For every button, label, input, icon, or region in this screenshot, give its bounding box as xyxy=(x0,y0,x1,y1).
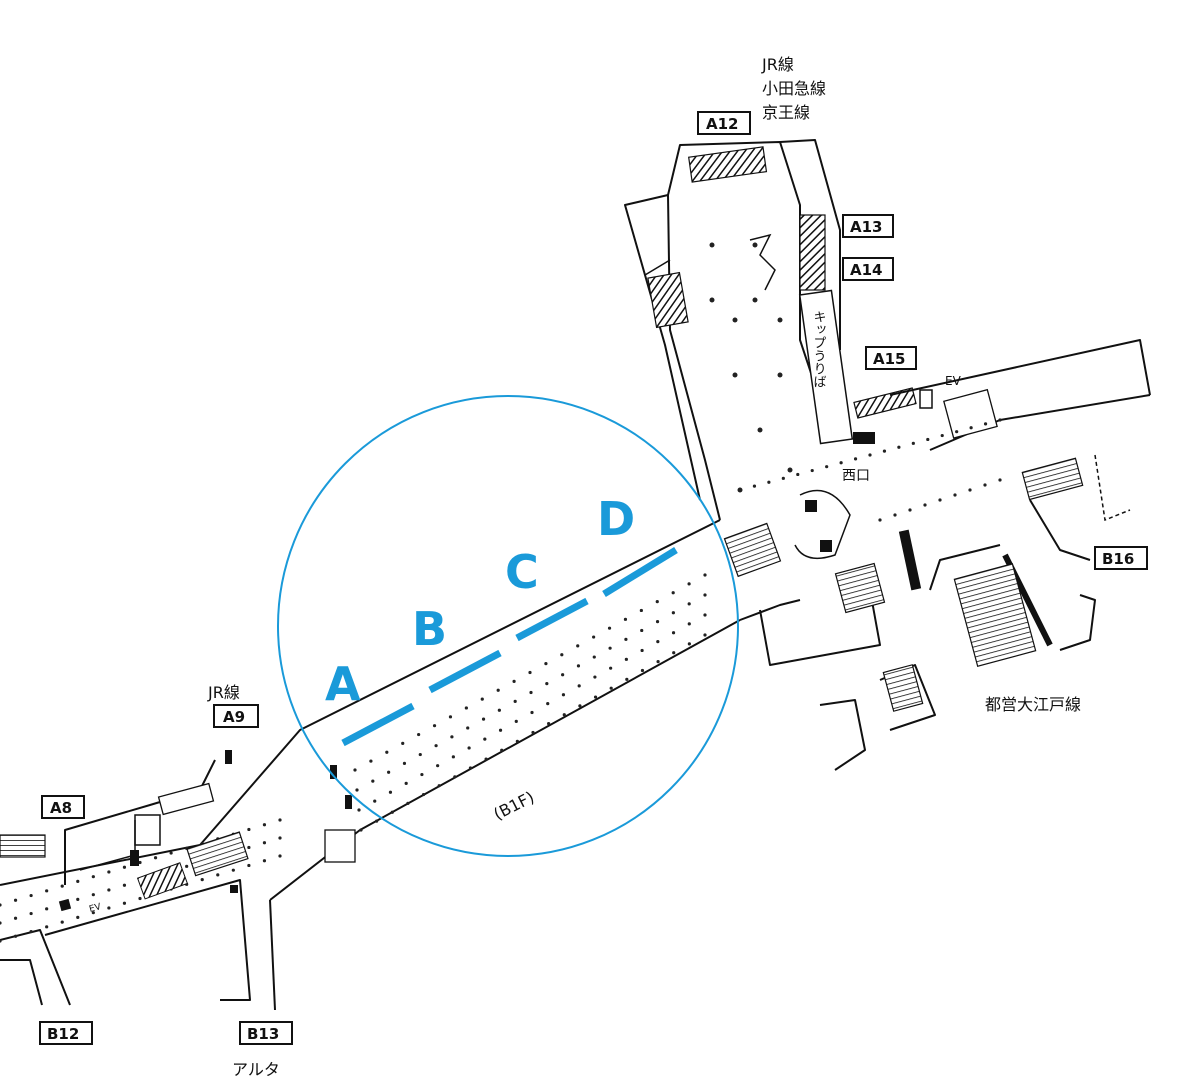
stair-west xyxy=(723,522,782,578)
svg-text:B12: B12 xyxy=(47,1025,79,1043)
line-label-odakyu: 小田急線 xyxy=(762,79,826,98)
stair-a13-a14 xyxy=(799,214,826,291)
line-label-jr-top: JR線 xyxy=(761,55,794,74)
line-label-oedo: 都営大江戸線 xyxy=(985,695,1081,714)
platform-seg-b xyxy=(428,649,502,694)
stair-ev xyxy=(136,862,189,900)
exit-badge-a13[interactable]: A13 xyxy=(842,214,894,238)
stair-center xyxy=(834,562,886,614)
svg-text:A15: A15 xyxy=(873,350,905,368)
platform-seg-a xyxy=(341,702,415,747)
car-label-d: D xyxy=(597,492,635,546)
main-concourse xyxy=(0,519,741,1011)
stair-a12 xyxy=(688,146,768,183)
right-area xyxy=(723,339,1151,771)
svg-text:A13: A13 xyxy=(850,218,882,236)
svg-text:A12: A12 xyxy=(706,115,738,133)
floor-label: (B1F) xyxy=(490,787,537,823)
svg-text:A14: A14 xyxy=(850,261,882,279)
platform-highlight: A B C D xyxy=(277,395,739,857)
kippu-label: キップうりば xyxy=(811,310,826,388)
line-label-keio: 京王線 xyxy=(762,103,810,122)
exit-badge-b16[interactable]: B16 xyxy=(1094,546,1148,570)
exit-badge-a14[interactable]: A14 xyxy=(842,257,894,281)
stair-lower xyxy=(882,664,924,712)
car-label-a: A xyxy=(325,657,361,711)
exit-badge-a12[interactable]: A12 xyxy=(697,111,751,135)
exit-badge-a9[interactable]: A9 xyxy=(213,704,259,728)
stair-a15 xyxy=(853,387,917,419)
stair-left-upper xyxy=(647,271,689,329)
svg-text:A9: A9 xyxy=(223,708,245,726)
upper-building: キップうりば xyxy=(624,139,917,521)
svg-text:B16: B16 xyxy=(1102,550,1134,568)
line-label-alta: アルタ xyxy=(232,1060,280,1079)
stair-b-center xyxy=(186,831,249,877)
ev-label-left: EV xyxy=(88,902,103,915)
west-exit-label: 西口 xyxy=(842,468,870,484)
ev-label-right: EV xyxy=(945,374,962,388)
platform-seg-d xyxy=(602,547,678,597)
left-area: EV xyxy=(0,750,356,915)
line-label-jr-left: JR線 xyxy=(207,683,240,702)
stair-b16 xyxy=(1021,457,1084,501)
exit-badge-a8[interactable]: A8 xyxy=(41,795,85,819)
exit-badge-a15[interactable]: A15 xyxy=(865,346,917,370)
car-label-c: C xyxy=(505,545,539,599)
sign-box-left xyxy=(157,782,215,816)
car-label-b: B xyxy=(412,602,447,656)
office-box xyxy=(943,388,998,439)
ticket-area xyxy=(798,289,854,445)
stair-oedo xyxy=(953,563,1037,667)
svg-text:A8: A8 xyxy=(50,799,72,817)
stair-a8 xyxy=(0,834,46,858)
platform-seg-c xyxy=(515,597,589,642)
svg-text:B13: B13 xyxy=(247,1025,279,1043)
map-labels: JR線 小田急線 京王線 JR線 都営大江戸線 アルタ (B1F) 西口 EV xyxy=(207,55,1081,1079)
platform-circle xyxy=(277,395,739,857)
exit-badge-b12[interactable]: B12 xyxy=(39,1021,93,1045)
platform-dot-rows xyxy=(0,573,707,943)
exit-badge-b13[interactable]: B13 xyxy=(239,1021,293,1045)
sign-box-bottom xyxy=(324,829,356,863)
